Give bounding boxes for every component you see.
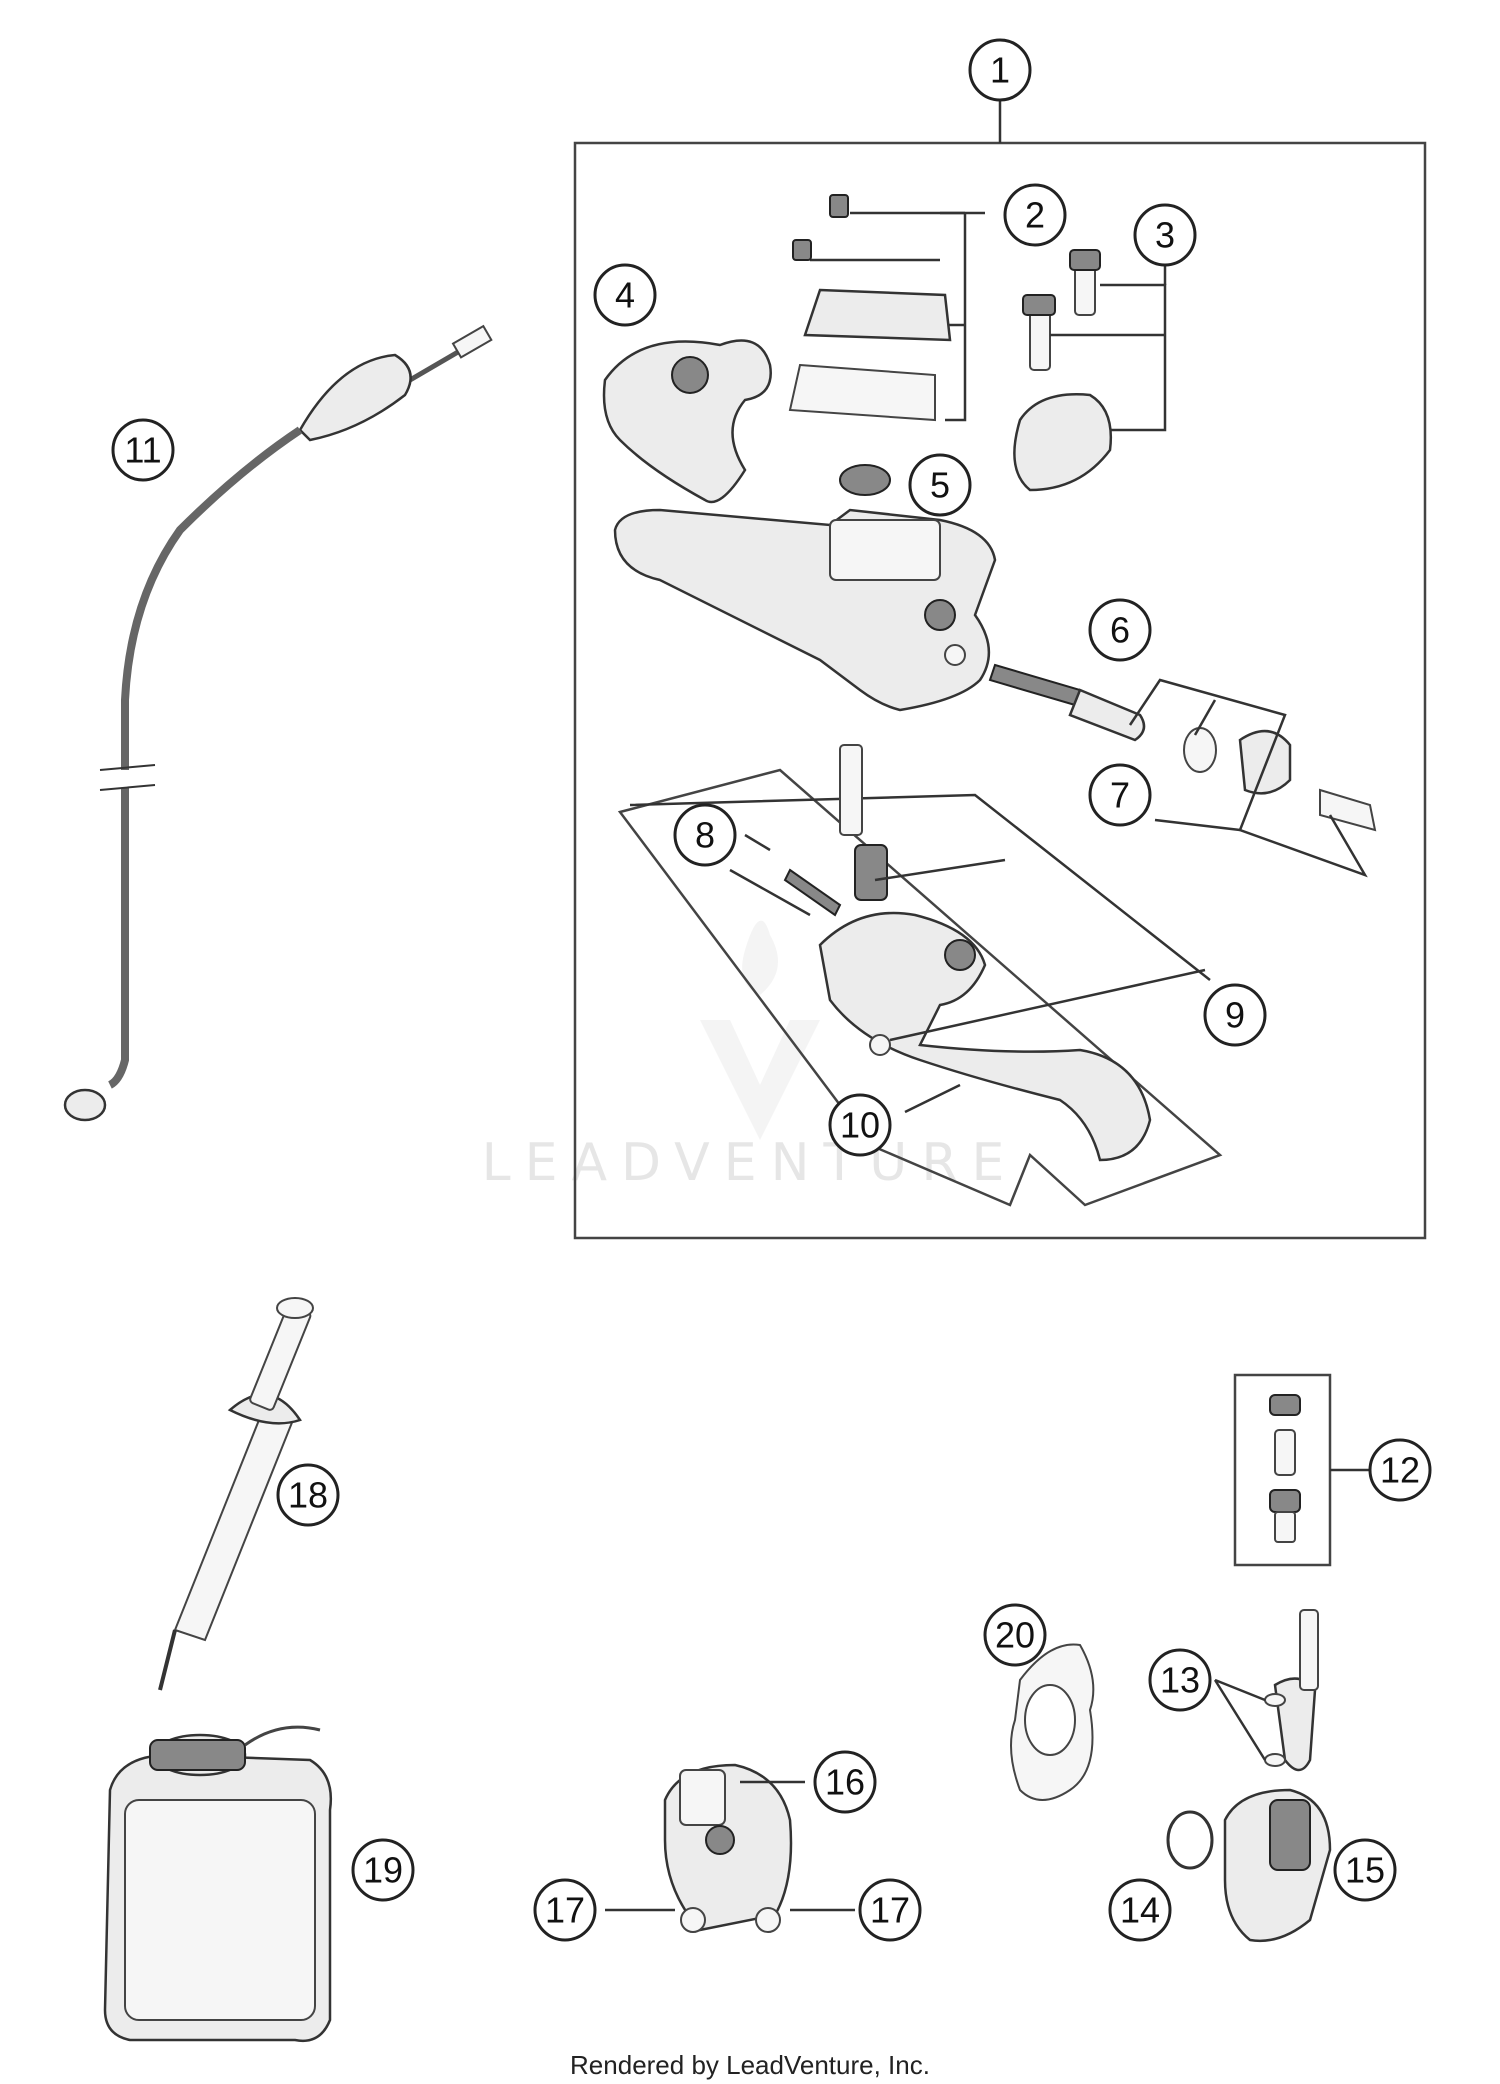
svg-text:17: 17	[545, 1890, 585, 1931]
callout: 6	[1088, 598, 1152, 662]
svg-text:10: 10	[840, 1105, 880, 1146]
callout: 1	[968, 38, 1032, 102]
part-lever-assembly	[617, 744, 1223, 1207]
part-master-cylinder-body	[613, 508, 997, 712]
callout: 5	[908, 453, 972, 517]
callout: 17	[858, 1878, 922, 1942]
callout: 19	[351, 1838, 415, 1902]
watermark-logo	[700, 920, 820, 1140]
svg-text:12: 12	[1380, 1450, 1420, 1491]
part-banjo-fitting	[1213, 1609, 1319, 1772]
part-piston-set	[988, 663, 1377, 878]
callout: 3	[1133, 203, 1197, 267]
svg-text:5: 5	[930, 465, 950, 506]
svg-text:2: 2	[1025, 195, 1045, 236]
svg-text:8: 8	[695, 815, 715, 856]
callout: 8	[673, 803, 737, 867]
svg-text:18: 18	[288, 1475, 328, 1516]
part-hydraulic-fluid	[103, 1725, 333, 2043]
svg-text:11: 11	[124, 430, 161, 471]
callout: 9	[1203, 983, 1267, 1047]
callout: 10	[828, 1093, 892, 1157]
svg-text:1: 1	[990, 50, 1010, 91]
callout: 18	[276, 1463, 340, 1527]
svg-text:13: 13	[1160, 1660, 1200, 1701]
svg-text:14: 14	[1120, 1890, 1160, 1931]
watermark-text: LEADVENTURE	[482, 1133, 1019, 1193]
callout: 13	[1148, 1648, 1212, 1712]
part-slave-cylinder-alt	[605, 1763, 855, 1933]
callout: 20	[983, 1603, 1047, 1667]
part-handlebar-clamp	[1013, 249, 1167, 492]
part-lever-guard	[602, 339, 772, 504]
part-reservoir-cover	[788, 194, 985, 422]
callout: 17	[533, 1878, 597, 1942]
callout: 15	[1333, 1838, 1397, 1902]
part-o-ring	[1166, 1810, 1214, 1870]
svg-text:7: 7	[1110, 775, 1130, 816]
callout: 14	[1108, 1878, 1172, 1942]
svg-text:19: 19	[363, 1850, 403, 1891]
callout: 11	[111, 418, 175, 482]
part-diaphragm	[839, 464, 891, 496]
part-bleed-syringe	[158, 1297, 314, 1691]
callout: 4	[593, 263, 657, 327]
callout: 12	[1368, 1438, 1432, 1502]
part-bleeder-kit	[1233, 1373, 1370, 1567]
part-slave-cylinder	[1223, 1788, 1332, 1942]
callout: 2	[1003, 183, 1067, 247]
svg-text:6: 6	[1110, 610, 1130, 651]
svg-text:15: 15	[1345, 1850, 1385, 1891]
svg-text:3: 3	[1155, 215, 1175, 256]
part-gasket	[1010, 1643, 1095, 1801]
svg-text:9: 9	[1225, 995, 1245, 1036]
callout: 16	[813, 1750, 877, 1814]
svg-text:4: 4	[615, 275, 635, 316]
footer-credit: Rendered by LeadVenture, Inc.	[570, 2050, 930, 2080]
callout: 7	[1088, 763, 1152, 827]
part-clutch-line	[63, 324, 493, 1122]
svg-text:16: 16	[825, 1762, 865, 1803]
svg-text:20: 20	[995, 1615, 1035, 1656]
svg-text:17: 17	[870, 1890, 910, 1931]
